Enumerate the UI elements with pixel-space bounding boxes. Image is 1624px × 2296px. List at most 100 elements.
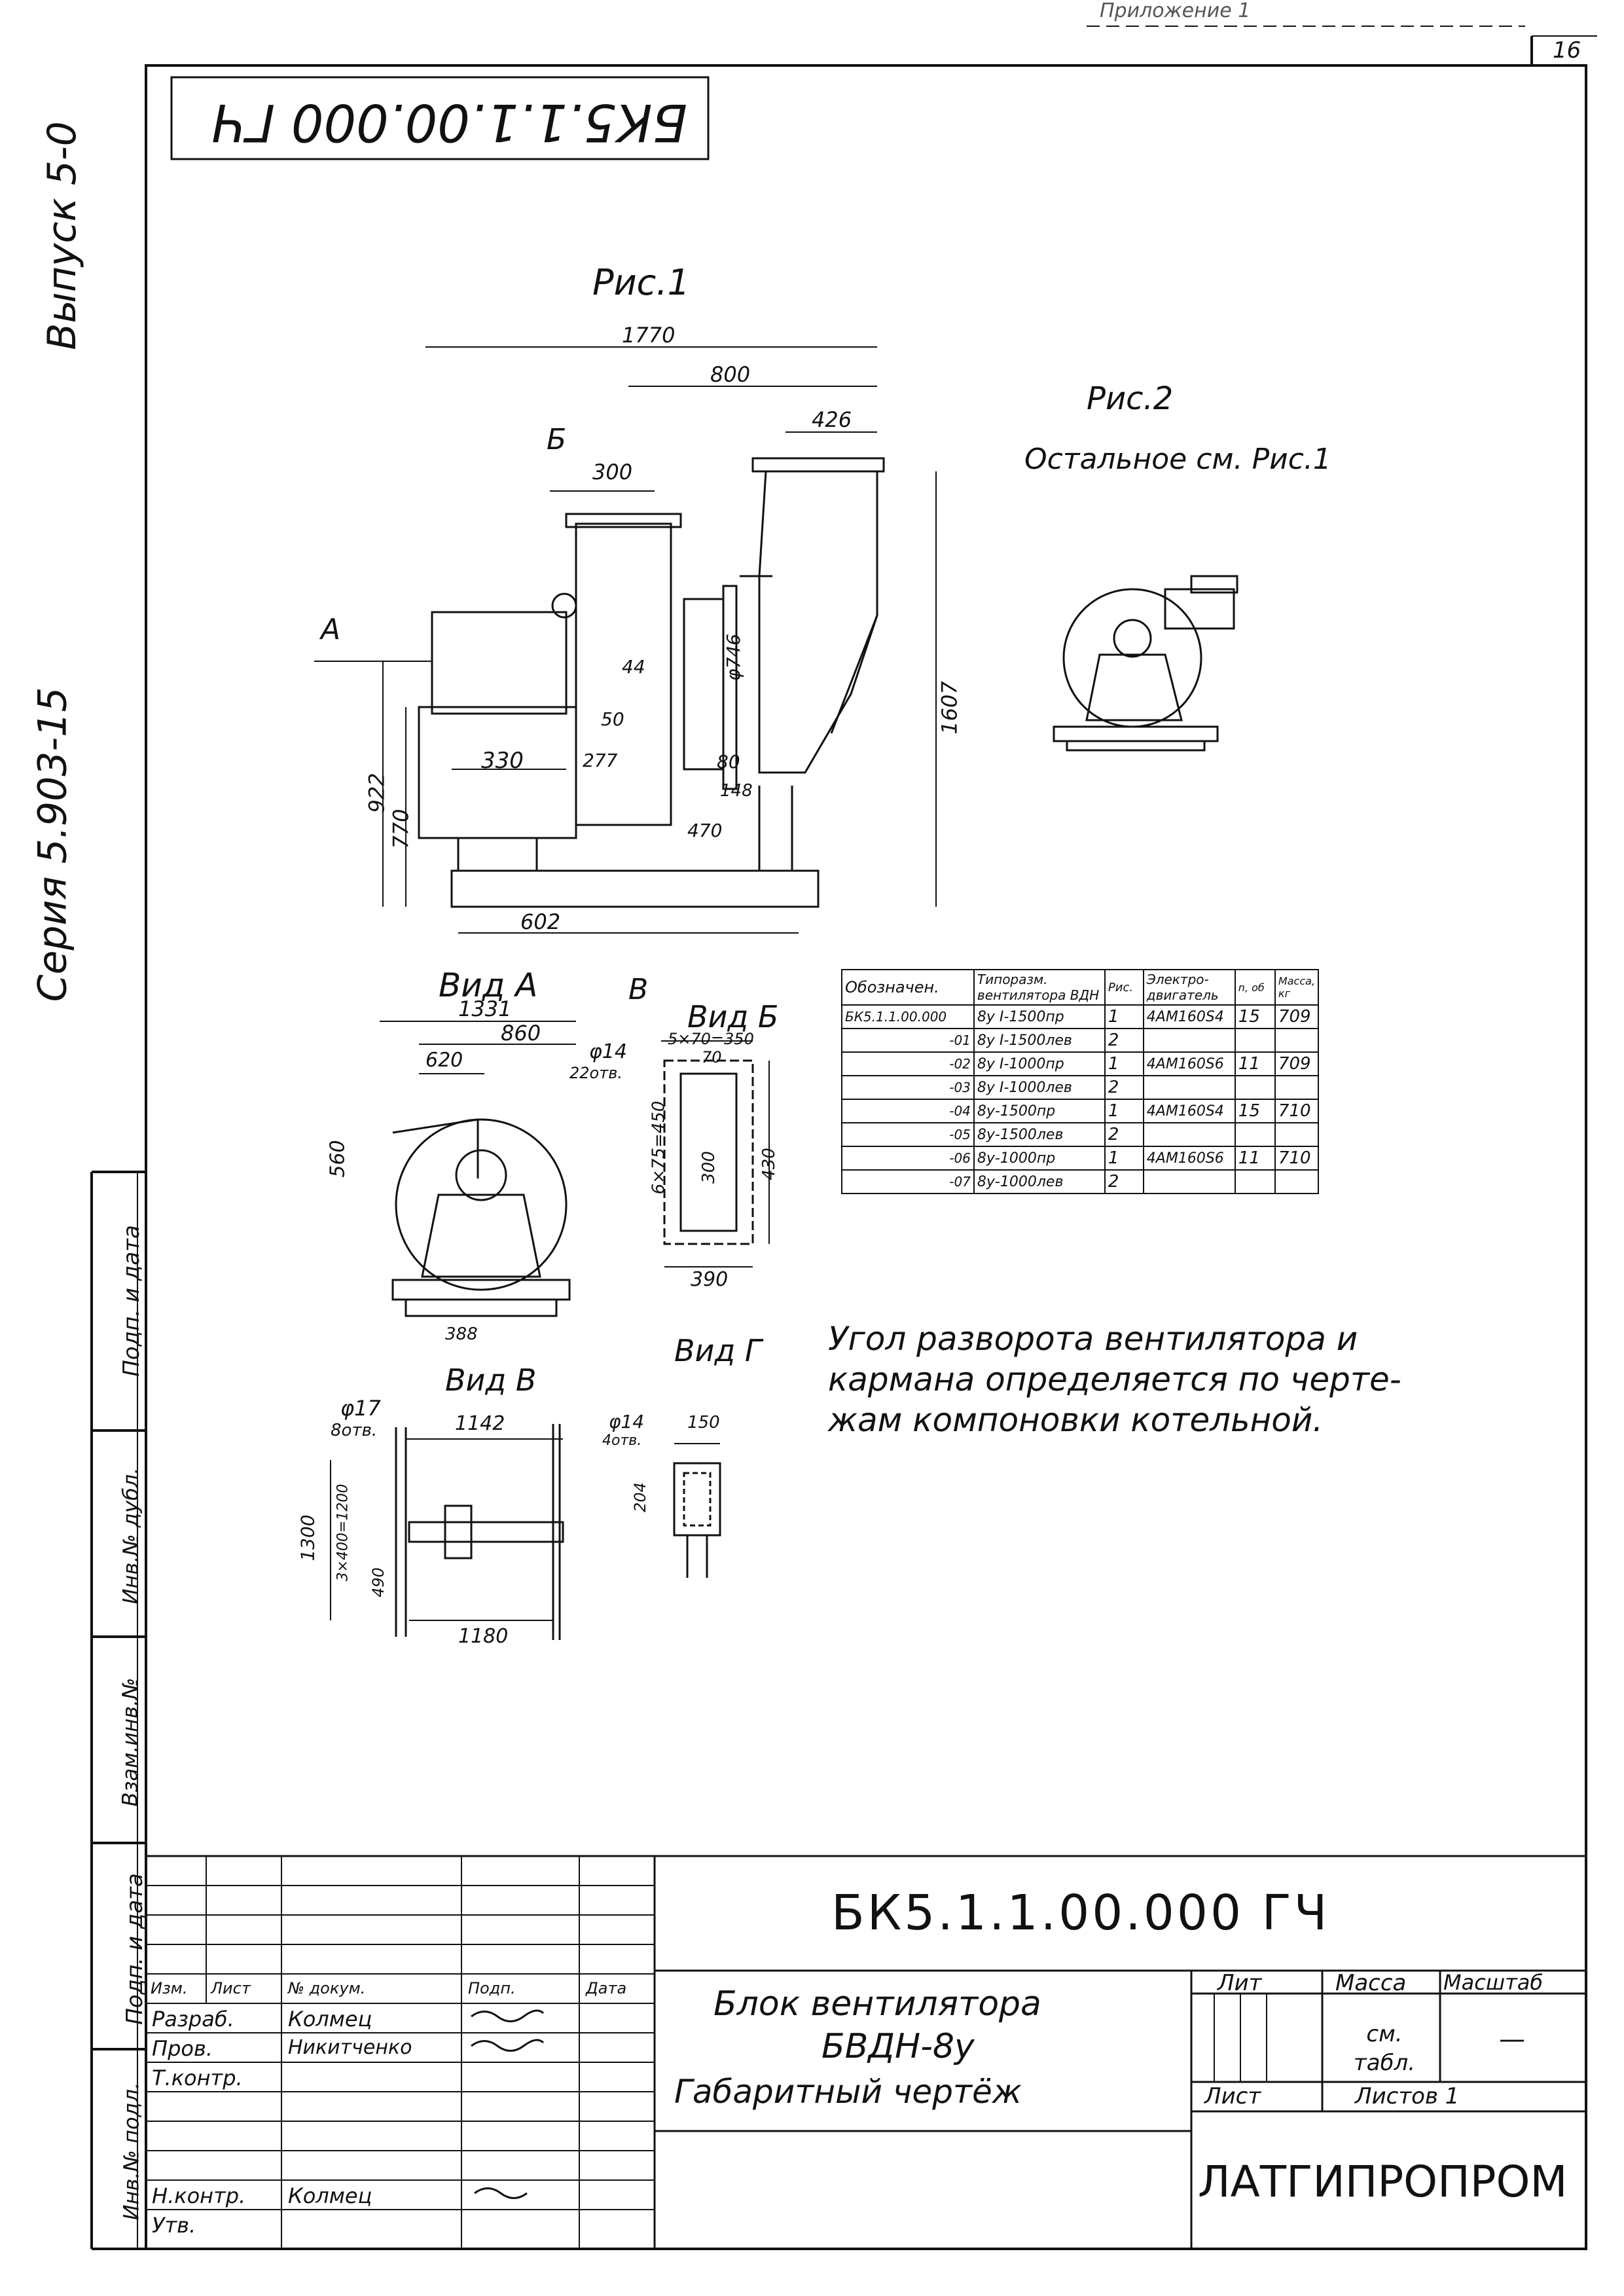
view-v-drawing <box>330 1424 564 1640</box>
view-g-label: Вид Г <box>674 1333 762 1368</box>
row-mass: 709 <box>1274 1051 1320 1076</box>
title-organization: ЛАТГИПРОПРОМ <box>1198 2157 1568 2207</box>
dim-17b: 8отв. <box>331 1421 378 1440</box>
table-row: БК5.1.1.00.000 8у I-1500пр 1 4АМ160S4 15… <box>841 1004 1320 1029</box>
arrow-b-label: Б <box>547 423 567 456</box>
row-type: 8у-1500пр <box>973 1099 1106 1123</box>
table-row: -05 8у-1500лев 2 <box>841 1122 1320 1147</box>
row-mass: 709 <box>1274 1004 1320 1029</box>
dim-80: 80 <box>717 751 740 773</box>
view-b-drawing <box>661 1040 770 1267</box>
row-n <box>1234 1122 1276 1147</box>
header-fragment: Приложение 1 <box>1100 0 1251 22</box>
dim-277: 277 <box>583 750 618 771</box>
title-block-grid <box>145 1855 1587 2250</box>
row-n: 15 <box>1234 1099 1276 1123</box>
row-fig: 1 <box>1104 1099 1144 1123</box>
figure-2-drawing <box>1053 575 1238 752</box>
header-fig: Рис. <box>1104 969 1144 1006</box>
row-fig: 2 <box>1104 1169 1144 1194</box>
title-mass-value: см. табл. <box>1353 2021 1416 2077</box>
dim-17: φ17 <box>340 1396 381 1421</box>
row-n: 11 <box>1234 1146 1276 1171</box>
fig1-title: Рис.1 <box>592 262 690 303</box>
row-motor: 4АМ160S6 <box>1142 1051 1236 1076</box>
row-mass: 710 <box>1274 1146 1320 1171</box>
row-fig: 1 <box>1104 1004 1144 1029</box>
row-type: 8у-1000пр <box>973 1146 1106 1171</box>
row-n <box>1234 1075 1276 1100</box>
title-sheets-label: Листов 1 <box>1355 2083 1460 2109</box>
table-row: -06 8у-1000пр 1 4АМ160S6 11 710 <box>841 1146 1320 1171</box>
dim-390: 390 <box>691 1268 729 1291</box>
row-fig: 1 <box>1104 1146 1144 1171</box>
row-motor: 4АМ160S6 <box>1142 1146 1236 1171</box>
dim-300: 300 <box>592 460 633 484</box>
row-designation: -05 <box>841 1122 975 1147</box>
row-motor <box>1142 1028 1236 1053</box>
role-approved: Утв. <box>152 2213 196 2238</box>
dim-50: 50 <box>601 708 624 730</box>
row-motor: 4АМ160S4 <box>1142 1004 1236 1029</box>
note-line-1: Угол разворота вентилятора и <box>828 1320 1358 1358</box>
dim-470: 470 <box>687 820 723 841</box>
page-number: 16 <box>1553 37 1581 64</box>
header-n: n, об <box>1234 969 1276 1006</box>
dim-1142: 1142 <box>455 1412 505 1435</box>
row-mass: 710 <box>1274 1099 1320 1123</box>
row-designation: -04 <box>841 1099 975 1123</box>
row-designation: -01 <box>841 1028 975 1053</box>
table-row: -01 8у I-1500лев 2 <box>841 1028 1320 1053</box>
row-designation: -02 <box>841 1051 975 1076</box>
dim-1770: 1770 <box>622 323 676 348</box>
header-designation: Обозначен. <box>841 969 975 1006</box>
col-header-doc: № докум. <box>288 1979 366 1997</box>
col-header-sheet: Лист <box>211 1979 251 1997</box>
row-motor <box>1142 1169 1236 1194</box>
view-b-label: Вид Б <box>687 999 779 1034</box>
dim-14g: φ14 <box>609 1411 645 1432</box>
dim-800: 800 <box>710 362 751 387</box>
view-g-drawing <box>673 1443 721 1578</box>
row-designation: -03 <box>841 1075 975 1100</box>
dim-330: 330 <box>481 748 524 774</box>
dim-620: 620 <box>425 1049 463 1072</box>
row-mass <box>1274 1028 1320 1053</box>
row-motor: 4АМ160S4 <box>1142 1099 1236 1123</box>
row-designation: -07 <box>841 1169 975 1194</box>
title-mass-label: Масса <box>1335 1970 1407 1996</box>
row-fig: 2 <box>1104 1075 1144 1100</box>
row-mass <box>1274 1122 1320 1147</box>
table-row: -04 8у-1500пр 1 4АМ160S4 15 710 <box>841 1099 1320 1123</box>
specification-table: Обозначен. Типоразм. вентилятора ВДН Рис… <box>841 969 1320 1194</box>
row-mass <box>1274 1169 1320 1194</box>
col-header-date: Дата <box>586 1979 627 1997</box>
note-line-2: кармана определяется по черте- <box>828 1360 1401 1398</box>
table-row: -03 8у I-1000лев 2 <box>841 1075 1320 1100</box>
row-type: 8у I-1000лев <box>973 1075 1106 1100</box>
role-developer: Разраб. <box>152 2007 234 2032</box>
dim-44: 44 <box>622 656 645 678</box>
dim-150: 150 <box>687 1413 720 1432</box>
view-a-label: Вид А <box>439 966 538 1004</box>
role-checker: Пров. <box>152 2036 213 2061</box>
dim-14-22: φ14 <box>589 1040 627 1063</box>
table-row: -07 8у-1000лев 2 <box>841 1169 1320 1194</box>
dim-602: 602 <box>520 909 561 934</box>
header-mass: Масса, кг <box>1274 969 1320 1006</box>
row-type: 8у-1000лев <box>973 1169 1106 1194</box>
row-type: 8у I-1500лев <box>973 1028 1106 1053</box>
dim-388: 388 <box>445 1324 478 1344</box>
row-fig: 2 <box>1104 1028 1144 1053</box>
row-type: 8у I-1500пр <box>973 1004 1106 1029</box>
dim-1180: 1180 <box>458 1625 509 1648</box>
title-name-line-2: БВДН-8у <box>821 2027 975 2066</box>
dim-14-22b: 22отв. <box>569 1064 623 1082</box>
dim-860: 860 <box>501 1021 541 1046</box>
row-fig: 1 <box>1104 1051 1144 1076</box>
fig2-note: Остальное см. Рис.1 <box>1024 443 1331 476</box>
dim-426: 426 <box>812 407 852 432</box>
row-n: 11 <box>1234 1051 1276 1076</box>
